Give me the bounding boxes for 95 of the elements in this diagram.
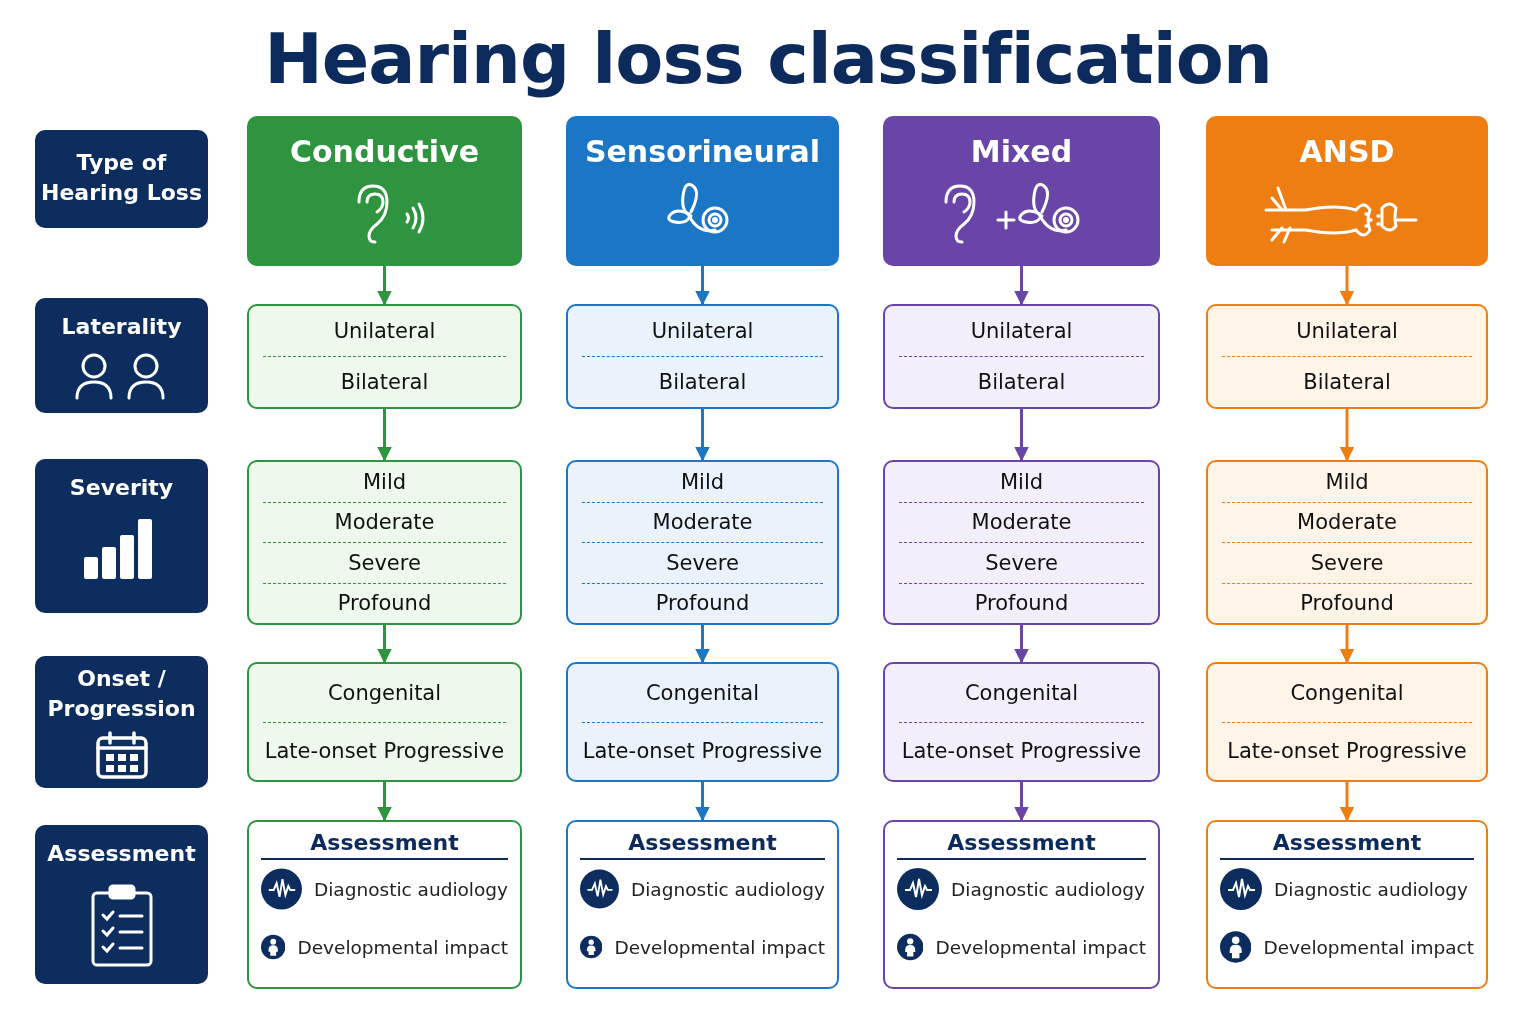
assessment-item: Developmental impact (614, 936, 825, 958)
category-box (566, 662, 839, 782)
arrow (1339, 409, 1355, 462)
category-label: Profound (1300, 591, 1394, 616)
category-box (1206, 460, 1488, 625)
assessment-heading: Assessment (627, 830, 778, 855)
assessment-box (247, 820, 522, 989)
assessment-item: Developmental impact (1263, 936, 1474, 958)
category-label: Unilateral (333, 319, 436, 343)
row-header-label: Onset / Progression (46, 665, 197, 723)
arrow (695, 625, 710, 664)
row-header-card (35, 459, 208, 613)
arrow (1339, 266, 1355, 306)
category-box (247, 662, 522, 782)
arrow (1014, 409, 1029, 462)
category-label: Mild (999, 469, 1044, 494)
assessment-item: Developmental impact (297, 936, 508, 958)
arrow (1014, 782, 1029, 822)
category-label: Late-onset Progressive (264, 739, 505, 764)
assessment-heading: Assessment (1271, 830, 1423, 855)
arrow (377, 782, 392, 822)
arrow (1339, 782, 1355, 822)
category-label: Unilateral (651, 319, 754, 343)
arrow (695, 782, 710, 822)
arrow (1014, 266, 1029, 306)
row-header-card (35, 130, 208, 228)
category-box (566, 460, 839, 625)
category-box (883, 304, 1160, 409)
category-label: Profound (337, 591, 432, 616)
assessment-item: Diagnostic audiology (314, 878, 508, 900)
type-title: ANSD (1298, 134, 1396, 169)
type-title: Sensorineural (583, 134, 822, 169)
category-box (1206, 304, 1488, 409)
category-label: Bilateral (658, 370, 747, 394)
category-box (566, 304, 839, 409)
type-header-card (883, 116, 1160, 266)
type-title: Conductive (288, 134, 481, 169)
assessment-box (883, 820, 1160, 989)
type-header-card (566, 116, 839, 266)
arrow (377, 266, 392, 306)
row-header-card (35, 656, 208, 788)
arrow (695, 409, 710, 462)
category-label: Late-onset Progressive (901, 739, 1142, 764)
assessment-heading: Assessment (946, 830, 1097, 855)
category-box (247, 460, 522, 625)
category-box (883, 460, 1160, 625)
category-box (1206, 662, 1488, 782)
category-label: Mild (680, 469, 725, 494)
row-header-label: Type of Hearing Loss (40, 149, 203, 207)
category-box (247, 304, 522, 409)
category-label: Moderate (652, 510, 753, 535)
category-label: Bilateral (977, 370, 1066, 394)
category-label: Severe (348, 550, 421, 575)
type-title: Mixed (969, 134, 1074, 169)
category-label: Mild (362, 469, 407, 494)
category-label: Severe (985, 550, 1058, 575)
category-label: Severe (666, 550, 739, 575)
arrow (695, 266, 710, 306)
category-label: Bilateral (1303, 370, 1391, 394)
row-header-label: Laterality (60, 313, 183, 341)
category-label: Late-onset Progressive (582, 739, 823, 764)
category-label: Congenital (645, 680, 760, 705)
category-label: Bilateral (340, 370, 429, 394)
category-label: Congenital (964, 680, 1079, 705)
category-label: Mild (1325, 469, 1369, 494)
category-label: Profound (655, 591, 750, 616)
row-header-label: Assessment (46, 840, 197, 868)
category-label: Unilateral (1296, 319, 1398, 343)
row-header-label: Severity (68, 474, 175, 502)
type-header-card (247, 116, 522, 266)
assessment-box (1206, 820, 1488, 989)
assessment-item: Diagnostic audiology (631, 878, 825, 900)
assessment-heading: Assessment (309, 830, 460, 855)
assessment-item: Diagnostic audiology (1274, 878, 1468, 900)
arrow (1014, 625, 1029, 664)
assessment-item: Developmental impact (935, 936, 1146, 958)
category-label: Unilateral (970, 319, 1073, 343)
assessment-box (566, 820, 839, 989)
category-label: Moderate (334, 510, 435, 535)
category-label: Congenital (327, 680, 442, 705)
arrow (377, 625, 392, 664)
category-box (883, 662, 1160, 782)
arrow (377, 409, 392, 462)
type-header-card (1206, 116, 1488, 266)
assessment-item: Diagnostic audiology (951, 878, 1145, 900)
category-label: Congenital (1290, 680, 1404, 705)
title: Hearing loss classification (263, 18, 1273, 100)
category-label: Severe (1310, 550, 1384, 575)
category-label: Moderate (1297, 510, 1397, 535)
category-label: Late-onset Progressive (1227, 739, 1467, 764)
row-header-card (35, 298, 208, 413)
row-header-card (35, 825, 208, 984)
category-label: Profound (974, 591, 1069, 616)
arrow (1339, 625, 1355, 664)
category-label: Moderate (971, 510, 1072, 535)
